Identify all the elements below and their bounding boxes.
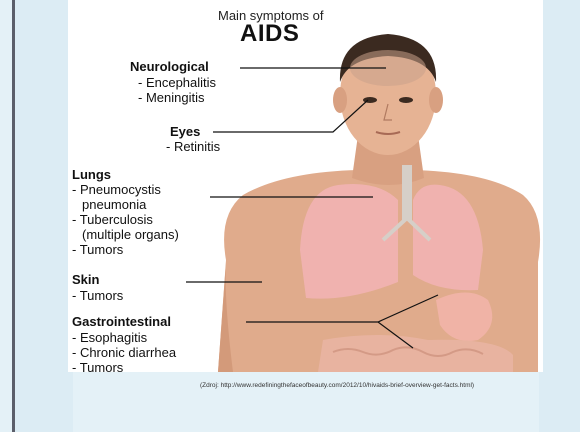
aids-symptoms-figure: Main symptoms of AIDS Neurological - Enc… xyxy=(68,0,543,372)
eyes-heading: Eyes xyxy=(170,125,200,138)
neurological-item: - Meningitis xyxy=(138,91,204,104)
slide-left-panel xyxy=(15,0,73,432)
gastro-item: - Tumors xyxy=(72,361,123,372)
lungs-heading: Lungs xyxy=(72,168,111,181)
title-line-2: AIDS xyxy=(240,22,299,46)
neurological-item: - Encephalitis xyxy=(138,76,216,89)
gastro-item: - Esophagitis xyxy=(72,331,147,344)
neurological-heading: Neurological xyxy=(130,60,209,73)
right-eye xyxy=(399,97,413,103)
lungs-item: - Tumors xyxy=(72,243,123,256)
trachea xyxy=(402,165,412,220)
slide-right-panel xyxy=(539,0,580,432)
gastro-item: - Chronic diarrhea xyxy=(72,346,176,359)
lungs-item: - Pneumocystis xyxy=(72,183,161,196)
eyes-item: - Retinitis xyxy=(166,140,220,153)
source-caption: (Zdroj: http://www.redefiningthefaceofbe… xyxy=(200,382,474,389)
gastro-heading: Gastrointestinal xyxy=(72,315,171,328)
left-lung xyxy=(300,184,398,299)
lungs-item: - Tuberculosis xyxy=(72,213,153,226)
lungs-item: (multiple organs) xyxy=(82,228,179,241)
lungs-item: pneumonia xyxy=(82,198,146,211)
right-ear xyxy=(429,87,443,113)
left-ear xyxy=(333,87,347,113)
skin-item: - Tumors xyxy=(72,289,123,302)
skin-heading: Skin xyxy=(72,273,99,286)
